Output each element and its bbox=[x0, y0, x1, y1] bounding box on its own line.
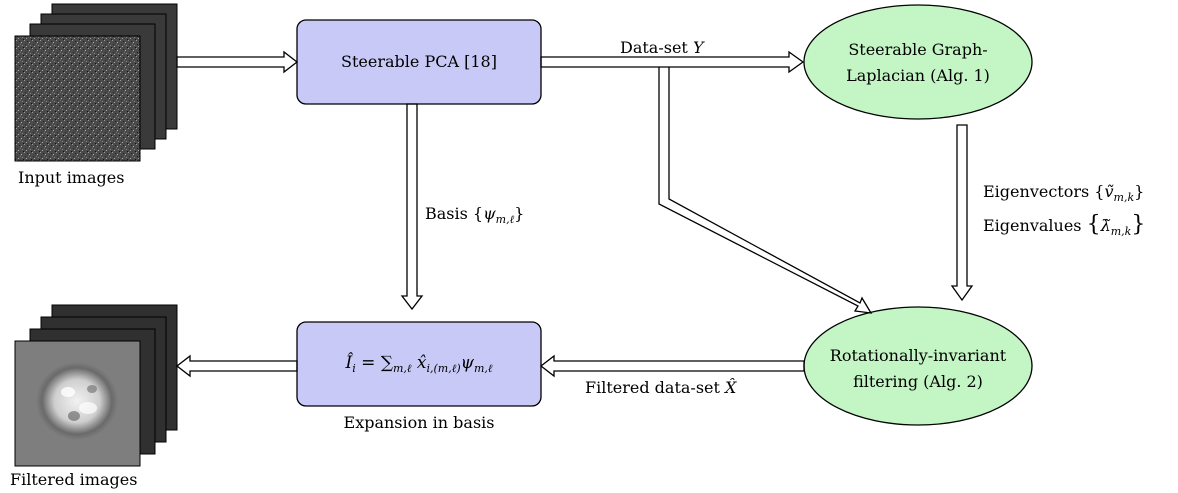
graph-laplacian-label-1: Steerable Graph- bbox=[848, 40, 988, 59]
eigenvalues-label: Eigenvalues {λ̃m,k} bbox=[983, 212, 1146, 239]
arrow-input-to-pca bbox=[176, 50, 299, 74]
input-images-label: Input images bbox=[18, 168, 125, 187]
arrow-pca-to-expansion bbox=[400, 103, 424, 311]
steerable-pca-label: Steerable PCA [18] bbox=[341, 52, 497, 71]
rotational-filter-label-1: Rotationally-invariant bbox=[829, 346, 1007, 365]
arrow-dataset-to-filter bbox=[658, 67, 873, 314]
graph-laplacian-label-2: Laplacian (Alg. 1) bbox=[846, 66, 990, 85]
expansion-formula: Îi = ∑m,ℓ x̂i,(m,ℓ)ψm,ℓ bbox=[345, 353, 493, 375]
arrow-pca-to-laplacian bbox=[540, 50, 805, 74]
expansion-in-basis-label: Expansion in basis bbox=[343, 413, 495, 432]
filtered-dataset-label: Filtered data-set X̂ bbox=[585, 378, 737, 397]
filtered-images-label: Filtered images bbox=[10, 470, 138, 489]
input-image-stack bbox=[14, 3, 178, 162]
graph-laplacian-node bbox=[803, 4, 1033, 120]
arrow-laplacian-to-filter bbox=[950, 124, 974, 302]
rotational-filter-node bbox=[803, 306, 1033, 426]
rotational-filter-label-2: filtering (Alg. 2) bbox=[853, 372, 983, 391]
eigenvectors-label: Eigenvectors {ṽm,k} bbox=[983, 182, 1145, 204]
denoised-particle bbox=[36, 362, 118, 440]
arrow-filter-to-expansion bbox=[539, 354, 805, 378]
dataset-y-label: Data-set Y bbox=[620, 38, 704, 57]
basis-label: Basis {ψm,ℓ} bbox=[425, 204, 525, 226]
filtered-image-stack bbox=[14, 304, 178, 467]
arrow-expansion-to-output bbox=[175, 354, 298, 378]
input-image-front bbox=[14, 35, 141, 162]
